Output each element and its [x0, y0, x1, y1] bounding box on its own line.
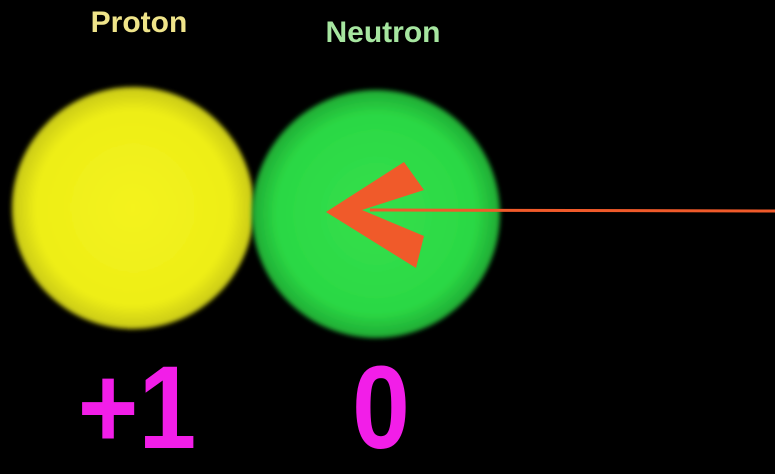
- proton-charge: +1: [78, 349, 196, 467]
- neutron-sphere: [252, 90, 500, 338]
- proton-label: Proton: [91, 6, 188, 40]
- incoming-particle-trail: [370, 210, 775, 211]
- neutron-label: Neutron: [326, 16, 441, 50]
- neutron-charge: 0: [352, 349, 410, 467]
- proton-sphere: [12, 87, 254, 329]
